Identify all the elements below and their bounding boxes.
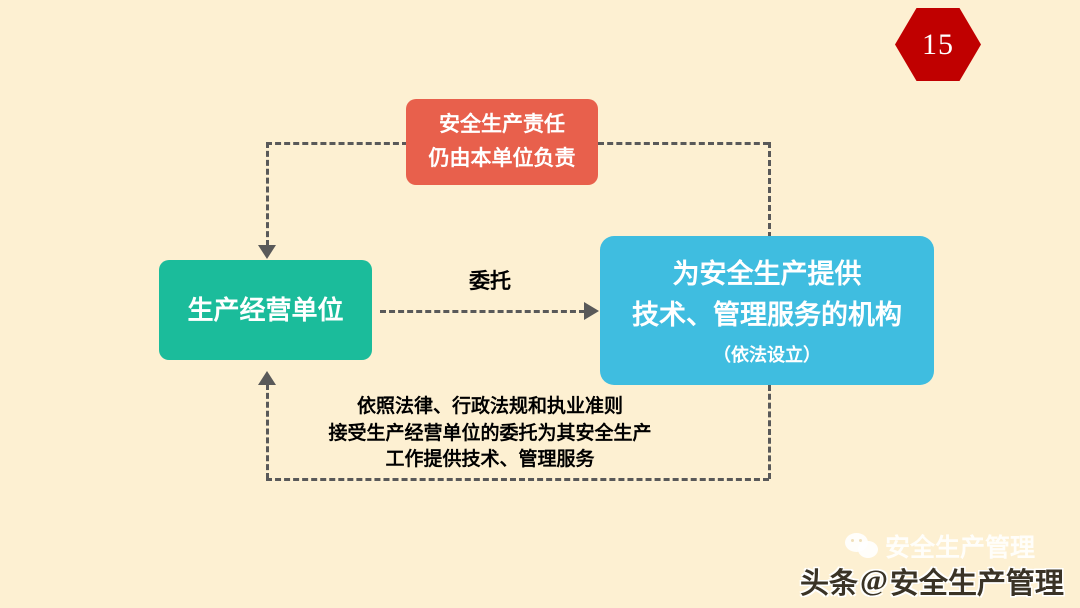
arrowhead-right-to-blue-box [584, 302, 599, 320]
chat-bubble-icon [845, 532, 879, 560]
dashed-line-top-left-horizontal [266, 142, 408, 145]
production-unit-label: 生产经营单位 [187, 294, 344, 325]
production-unit-box: 生产经营单位 [159, 260, 372, 360]
wechat-watermark-text: 安全生产管理 [885, 534, 1036, 562]
toutiao-watermark: 头条 @ 安全生产管理 [800, 560, 1064, 602]
dashed-line-top-right-horizontal [598, 142, 769, 145]
dashed-line-bottom-horizontal [266, 478, 769, 481]
page-number-badge: 15 [895, 8, 981, 81]
toutiao-account-name: 安全生产管理 [889, 568, 1064, 600]
service-scope-line-2: 接受生产经营单位的委托为其安全生产 [328, 422, 652, 444]
toutiao-platform-label: 头条 [800, 568, 859, 600]
responsibility-note-line-2: 仍由本单位负责 [428, 147, 576, 170]
page-number-text: 15 [922, 27, 954, 61]
service-scope-description: 依照法律、行政法规和执业准则 接受生产经营单位的委托为其安全生产 工作提供技术、… [285, 393, 695, 474]
dashed-line-top-left-vertical [266, 142, 269, 246]
service-agency-sublabel: （依法设立） [713, 344, 821, 365]
service-agency-line-1: 为安全生产提供 [672, 258, 862, 289]
service-agency-box: 为安全生产提供 技术、管理服务的机构 （依法设立） [600, 236, 934, 385]
service-scope-line-3: 工作提供技术、管理服务 [385, 449, 595, 471]
arrowhead-down-to-green-box [258, 245, 276, 259]
chat-bubble-dot-right [859, 538, 862, 542]
dashed-line-bottom-left-vertical [266, 384, 269, 479]
dashed-line-bottom-right-vertical [768, 385, 771, 479]
chat-bubble-small [858, 540, 878, 558]
dashed-line-entrust-horizontal [380, 310, 585, 313]
chat-bubble-dot-left [851, 538, 854, 542]
dashed-line-top-right-vertical [768, 142, 771, 238]
at-symbol-icon: @ [860, 564, 888, 597]
entrust-label: 委托 [469, 270, 511, 293]
responsibility-note-line-1: 安全生产责任 [439, 113, 565, 137]
service-agency-line-2: 技术、管理服务的机构 [632, 300, 902, 331]
responsibility-note-box: 安全生产责任 仍由本单位负责 [406, 99, 598, 185]
arrowhead-up-to-green-box [258, 371, 276, 385]
wechat-watermark: 安全生产管理 [845, 528, 1035, 564]
service-scope-line-1: 依照法律、行政法规和执业准则 [356, 396, 623, 417]
